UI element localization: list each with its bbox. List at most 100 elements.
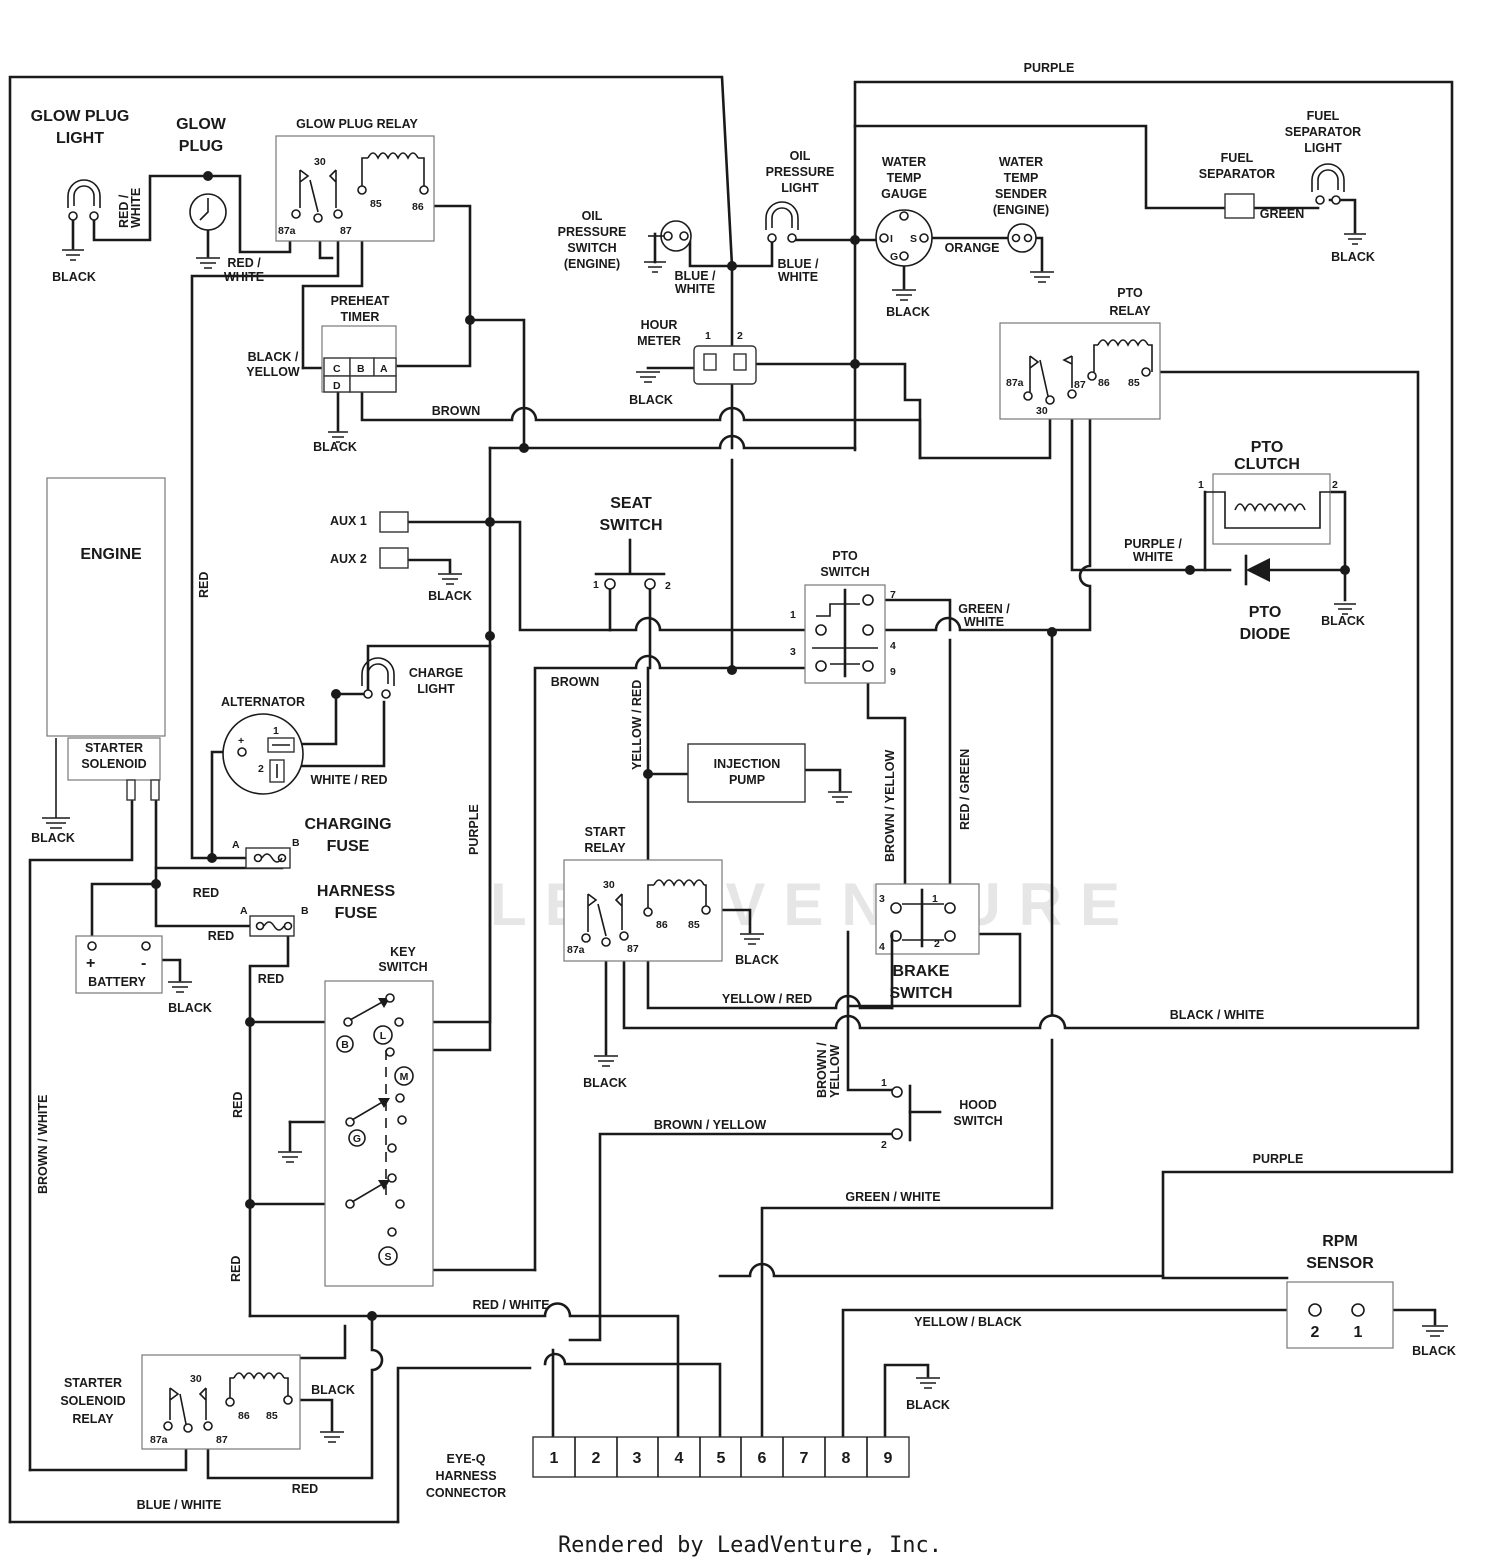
svg-text:2: 2: [1332, 479, 1338, 491]
wire-label: BLACK: [168, 1001, 212, 1015]
wire-label: GREEN: [1260, 207, 1304, 221]
wire-label: BLACK / WHITE: [1170, 1008, 1264, 1022]
wire-label: BLACK: [583, 1076, 627, 1090]
svg-text:85: 85: [370, 198, 382, 210]
wire-label: BLUE / WHITE: [137, 1498, 222, 1512]
svg-text:87: 87: [627, 943, 639, 955]
wire-label: ORANGE: [945, 241, 1000, 255]
svg-text:M: M: [400, 1071, 409, 1083]
svg-text:7: 7: [890, 589, 896, 601]
svg-text:A: A: [380, 363, 388, 375]
wire-label: RED: [292, 1482, 318, 1496]
svg-text:2: 2: [881, 1139, 887, 1151]
connector-pin: 1: [550, 1450, 559, 1467]
wire-label: WHITE / RED: [310, 773, 387, 787]
wire-label: BLUE /WHITE: [675, 269, 717, 296]
charge-light: [361, 657, 395, 699]
wire-label: PURPLE: [1253, 1152, 1304, 1166]
svg-text:B: B: [341, 1039, 349, 1051]
wire-label: BROWN / WHITE: [36, 1095, 50, 1194]
ground-icon: [196, 257, 220, 269]
wire-label: BLACK: [313, 440, 357, 454]
connector-pin-labels: 1 2 3 4 5 6 7 8 9: [550, 1450, 893, 1467]
wire-label: RED / WHITE: [472, 1298, 549, 1312]
wire-label: BLACK: [629, 393, 673, 407]
svg-text:G: G: [890, 251, 898, 263]
connector-pin: 9: [884, 1450, 893, 1467]
connector-pin: 7: [800, 1450, 809, 1467]
pto-relay: [999, 322, 1161, 420]
water-temp-sender: [1007, 223, 1054, 283]
svg-text:1: 1: [273, 725, 279, 737]
glow-plug: [189, 193, 227, 269]
label-aux1: AUX 1: [330, 514, 367, 528]
svg-text:1: 1: [1354, 1324, 1363, 1341]
svg-text:1: 1: [881, 1077, 887, 1089]
svg-text:C: C: [333, 363, 341, 375]
svg-text:B: B: [301, 905, 309, 917]
fuel-separator-light: [1311, 163, 1366, 245]
pto-switch: [804, 584, 886, 684]
water-temp-gauge: [875, 209, 933, 301]
wire-label: BROWN: [551, 675, 600, 689]
label-alternator: ALTERNATOR: [221, 695, 305, 709]
connector-pin: 4: [675, 1450, 684, 1467]
key-switch: [278, 980, 434, 1287]
svg-text:2: 2: [934, 938, 940, 950]
wire-label: RED: [229, 1256, 243, 1282]
wire-label: RED /WHITE: [117, 188, 143, 228]
wire-label: BLACK: [311, 1383, 355, 1397]
ground-icon: [1030, 271, 1054, 283]
connector-pin: 6: [758, 1450, 767, 1467]
wire-label: BLUE /WHITE: [778, 257, 820, 284]
wire-label: BLACK: [735, 953, 779, 967]
ground-icon: [740, 933, 764, 945]
wire-label: BLACK /YELLOW: [246, 350, 300, 379]
wire-label: RED: [231, 1092, 245, 1118]
svg-text:87a: 87a: [278, 225, 296, 237]
svg-text:B: B: [292, 837, 300, 849]
svg-text:1: 1: [790, 609, 796, 621]
svg-text:1: 1: [705, 330, 711, 342]
wire-label: BLACK: [886, 305, 930, 319]
preheat-timer: [321, 325, 397, 443]
svg-text:D: D: [333, 380, 341, 392]
charging-fuse: [245, 847, 291, 869]
svg-text:85: 85: [1128, 377, 1140, 389]
rpm-sensor: [1286, 1281, 1448, 1349]
wire-label: BLACK: [1412, 1344, 1456, 1358]
svg-text:86: 86: [412, 201, 424, 213]
svg-text:30: 30: [1036, 405, 1048, 417]
svg-text:B: B: [357, 363, 365, 375]
harness-fuse: [249, 915, 295, 937]
battery: [75, 935, 192, 994]
ground-icon: [62, 249, 84, 261]
wire-label: GREEN / WHITE: [845, 1190, 940, 1204]
wire-label: BLACK: [31, 831, 75, 845]
wire-label: RED /WHITE: [224, 256, 264, 284]
svg-text:85: 85: [688, 919, 700, 931]
seat-switch: [594, 538, 666, 590]
glow-plug-relay: [275, 135, 435, 242]
svg-text:+: +: [238, 735, 244, 747]
wire-label: PURPLE /WHITE: [1124, 537, 1182, 564]
engine: [42, 477, 166, 829]
svg-text:86: 86: [1098, 377, 1110, 389]
ground-icon: [320, 1431, 344, 1443]
svg-text:2: 2: [737, 330, 743, 342]
svg-text:85: 85: [266, 1410, 278, 1422]
pto-diode: [1244, 554, 1270, 586]
ground-icon: [916, 1377, 940, 1389]
